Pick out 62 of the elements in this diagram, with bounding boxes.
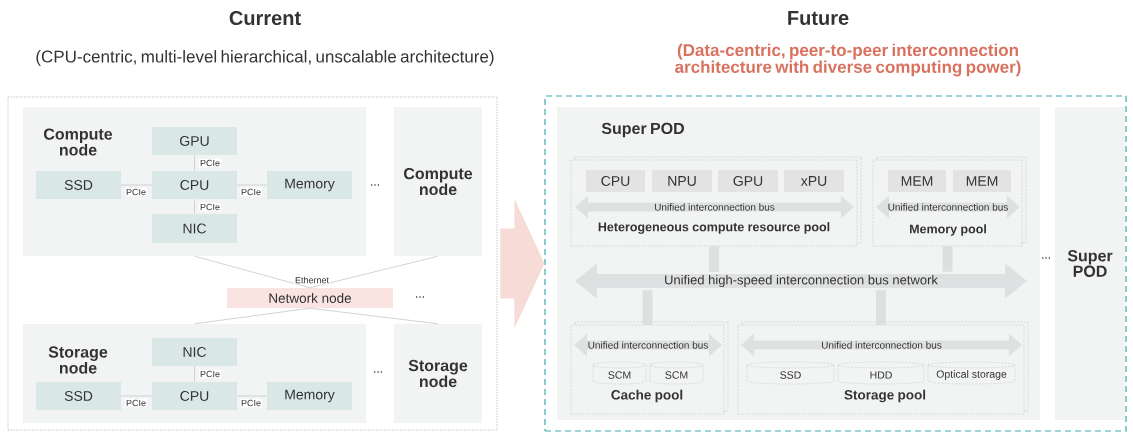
component-box: CPU (152, 171, 237, 199)
connector-line (194, 365, 195, 383)
edge-label: PCIe (199, 158, 221, 168)
section-title: Current (229, 10, 301, 26)
ellipsis: ... (1042, 257, 1050, 259)
ellipsis: ... (371, 184, 379, 186)
connector-line (194, 198, 195, 215)
component-box: SSD (36, 382, 121, 410)
component-box: GPU (152, 127, 237, 155)
storage-cylinder: Optical storage (927, 361, 1016, 385)
node-label: Unified high-speed interconnection bus network (665, 274, 938, 288)
edge-label: PCIe (240, 398, 262, 408)
node-label: Optical storage (936, 370, 1007, 380)
edge-label: Ethernet (294, 275, 330, 285)
edge-label: PCIe (240, 187, 262, 197)
component-box: xPU (784, 170, 844, 192)
node-label: Unified interconnection bus (588, 341, 708, 349)
section-subtitle: (Data-centric, peer-to-peer interconnection architecture with diverse computing power) (675, 43, 1021, 77)
node-label: Unified interconnection bus (821, 341, 942, 349)
node-label: SSD (780, 371, 801, 379)
component-box: Memory (267, 171, 352, 199)
connector-line (194, 154, 195, 172)
connector-line (194, 255, 311, 289)
component-box: MEM (888, 170, 946, 192)
section-subtitle: (CPU-centric, multi-level hierarchical, unscalable architecture) (36, 50, 494, 66)
section-title: Future (788, 11, 849, 25)
component-box: NIC (152, 214, 237, 243)
component-box: NPU (652, 170, 712, 192)
component-box: GPU (718, 170, 778, 192)
node-label: HDD (870, 371, 892, 379)
bus-bar: Unified interconnection bus (575, 195, 854, 219)
node-panel: Compute node (394, 107, 482, 256)
node-label: SCM (665, 371, 688, 379)
component-box: SSD (36, 171, 121, 199)
connector-line (309, 255, 439, 289)
component-box: NIC (152, 338, 237, 366)
storage-cylinder: HDD (837, 361, 925, 385)
network-box: Network node (227, 288, 393, 308)
component-box: CPU (586, 170, 645, 192)
component-box: Memory (267, 382, 352, 410)
node-label: Unified interconnection bus (654, 203, 775, 211)
ellipsis: ... (416, 296, 424, 298)
connector-line (309, 307, 439, 325)
storage-cylinder: SSD (746, 361, 835, 385)
edge-label: PCIe (125, 398, 147, 408)
bus-bar: Unified interconnection bus (876, 195, 1020, 219)
node-panel: Super POD (1055, 107, 1125, 420)
node-label: SCM (608, 371, 631, 379)
edge-label: PCIe (125, 187, 147, 197)
edge-label: PCIe (199, 202, 221, 212)
node-panel: Storage node (394, 324, 482, 423)
component-box: CPU (152, 382, 237, 410)
bus-bar: Unified interconnection bus (574, 333, 722, 357)
bus-bar: Unified interconnection bus (741, 333, 1022, 357)
storage-cylinder: SCM (592, 361, 647, 385)
connector-line (194, 307, 311, 325)
component-box: MEM (953, 170, 1011, 192)
edge-label: PCIe (199, 369, 221, 379)
ellipsis: ... (374, 371, 382, 373)
node-label: Unified interconnection bus (888, 203, 1008, 211)
storage-cylinder: SCM (649, 361, 704, 385)
connector-arrow (500, 198, 545, 329)
